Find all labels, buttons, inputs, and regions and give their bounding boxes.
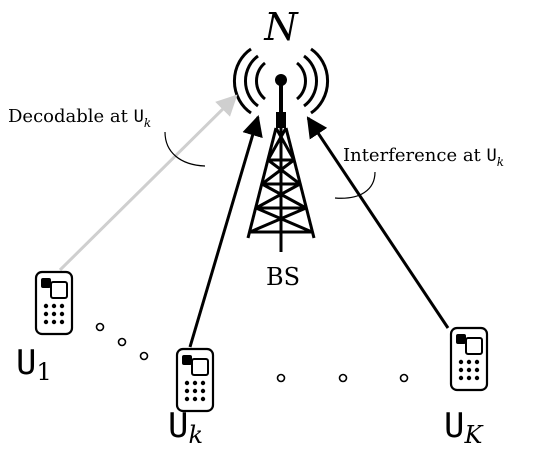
decodable-label: Decodable at Uk xyxy=(8,106,151,130)
mobile-phone-icon xyxy=(449,326,489,392)
interference-leader-line xyxy=(334,171,376,199)
ellipsis-dots-right xyxy=(276,373,409,383)
base-station-tower-icon xyxy=(232,47,330,252)
user-1-letter: U xyxy=(16,343,36,383)
antenna-count-label: N xyxy=(263,5,299,49)
decodable-label-text: Decodable at xyxy=(8,106,134,127)
decodable-label-subscript: k xyxy=(144,116,151,130)
interference-label-subscript: k xyxy=(497,155,504,169)
user-k-label: Uk xyxy=(168,406,203,449)
interference-label-user: U xyxy=(487,146,497,166)
user-1-label: U1 xyxy=(16,343,52,386)
user-k-letter: U xyxy=(168,406,188,446)
interference-label-text: Interference at xyxy=(343,145,487,166)
decodable-signal-arrow xyxy=(58,94,238,272)
user-K-subscript: K xyxy=(463,421,484,449)
mobile-phone-icon xyxy=(34,270,74,336)
user-1-subscript: 1 xyxy=(36,358,51,386)
user-k-uplink-arrow xyxy=(188,114,263,348)
ellipsis-dots-left xyxy=(95,322,149,361)
mobile-phone-icon xyxy=(175,347,215,413)
interference-arrow xyxy=(306,116,450,329)
user-k-subscript: k xyxy=(188,421,203,449)
user-K-letter: U xyxy=(444,406,464,446)
decodable-leader-line xyxy=(164,131,206,167)
decodable-label-user: U xyxy=(134,107,144,127)
interference-label: Interference at Uk xyxy=(343,145,504,169)
user-K-label: UK xyxy=(444,406,484,449)
base-station-label: BS xyxy=(266,263,300,291)
